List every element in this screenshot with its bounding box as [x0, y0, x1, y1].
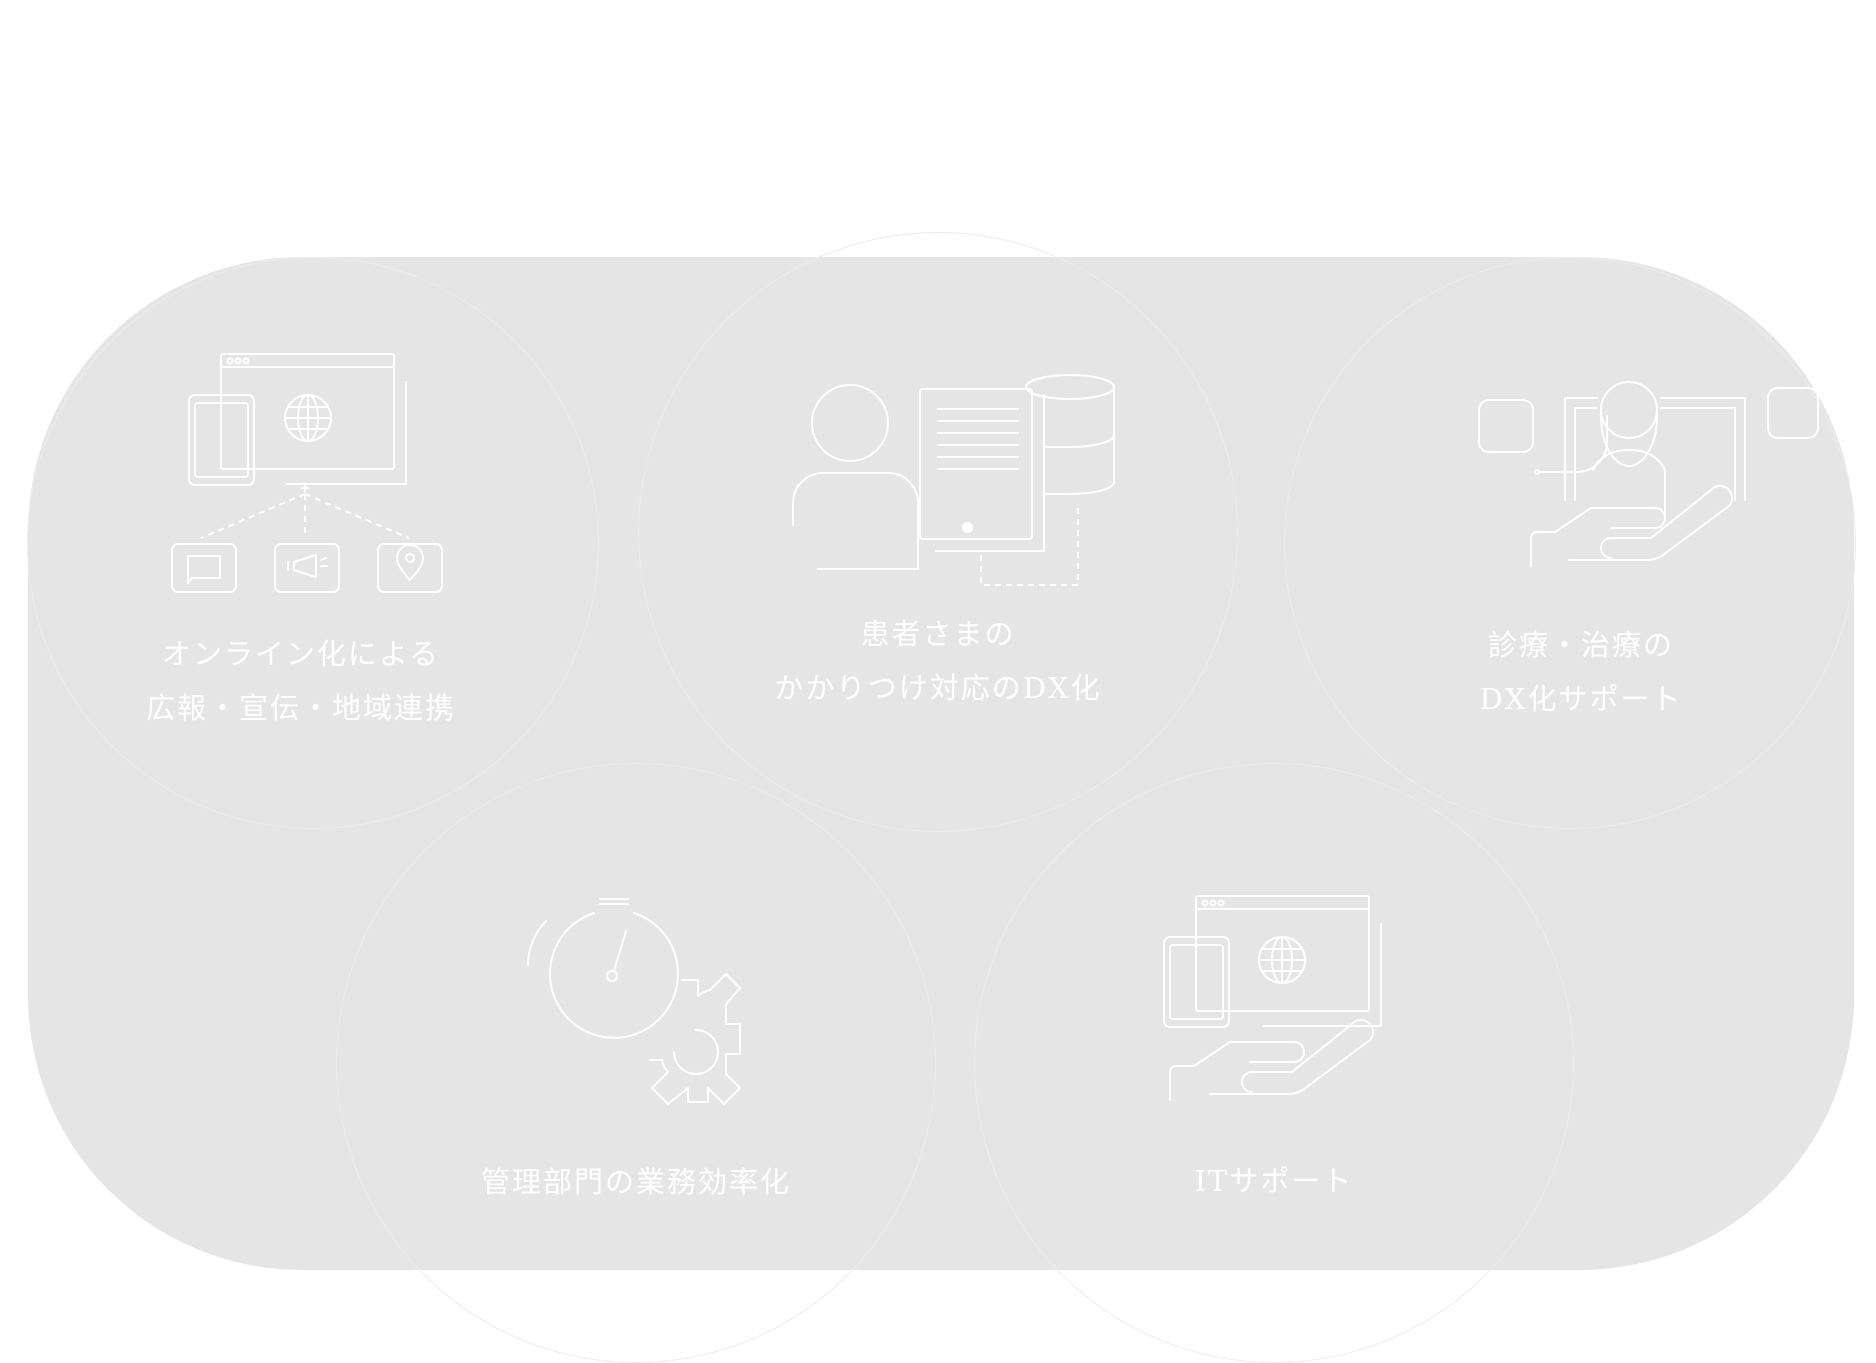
patient-records-icon [792, 374, 1115, 586]
service-telemedicine[interactable]: 診療・治療の DX化サポート [1351, 380, 1819, 726]
service-label-line1: オンライン化による [161, 637, 441, 671]
carousel-indicator-dot[interactable] [962, 522, 973, 533]
online-marketing-icon [171, 353, 443, 593]
service-label-line1: 患者さまの [860, 617, 1016, 651]
telemedicine-icon [1478, 381, 1819, 567]
service-label-line2: かかりつけ対応のDX化 [774, 671, 1102, 705]
it-support-icon [1163, 895, 1382, 1101]
service-label-line2: DX化サポート [1479, 682, 1683, 716]
service-online-marketing[interactable]: オンライン化による 広報・宣伝・地域連携 [71, 348, 531, 735]
service-label-line1: 診療・治療の [1487, 628, 1674, 662]
service-label-line2: 広報・宣伝・地域連携 [145, 691, 456, 725]
service-patient-records[interactable]: 患者さまの かかりつけ対応のDX化 [708, 365, 1168, 715]
efficiency-gear-icon [527, 898, 741, 1105]
service-efficiency[interactable]: 管理部門の業務効率化 [406, 895, 866, 1209]
service-label-line1: ITサポート [1194, 1164, 1354, 1198]
service-label-line1: 管理部門の業務効率化 [480, 1165, 791, 1199]
service-it-support[interactable]: ITサポート [1044, 892, 1504, 1208]
